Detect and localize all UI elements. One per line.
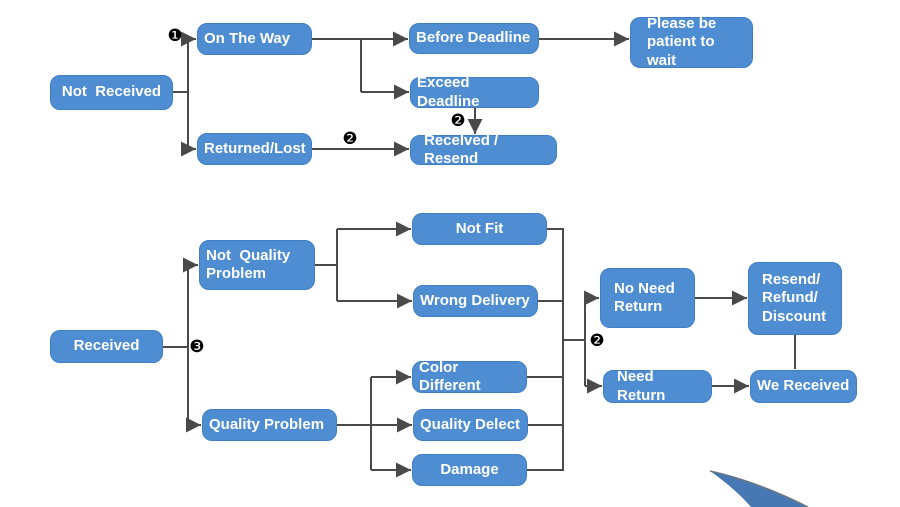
connector-segments xyxy=(163,31,796,478)
node-please-wait: Please be patient to wait xyxy=(630,15,753,69)
node-before-deadline: Before Deadline xyxy=(409,23,539,54)
node-resend-refund-discount: Resend/ Refund/ Discount xyxy=(748,262,842,335)
node-need-return: Need Return xyxy=(603,368,712,404)
node-no-need-return: No Need Return xyxy=(600,268,695,328)
node-quality-problem: Quality Problem xyxy=(202,409,337,441)
step-2-marker-exceed: ❷ xyxy=(450,111,466,131)
node-not-fit: Not Fit xyxy=(412,213,547,245)
node-exceed-deadline: Exceed Deadline xyxy=(410,74,539,110)
node-on-the-way: On The Way xyxy=(197,23,312,55)
node-quality-delect: Quality Delect xyxy=(413,409,528,441)
node-damage: Damage xyxy=(412,454,527,486)
swoosh-graphic xyxy=(709,470,809,507)
node-received-resend: Recelved / Resend xyxy=(410,132,557,167)
step-2-marker-returned: ❷ xyxy=(342,129,358,149)
node-not-quality-problem: Not Quality Problem xyxy=(199,240,315,290)
node-color-different: Color Different xyxy=(412,359,527,394)
node-not-received: Not Received xyxy=(50,75,173,110)
step-2-marker-branch: ❷ xyxy=(589,331,605,351)
step-1-marker: ❶ xyxy=(167,26,183,46)
node-returned-lost: Returned/Lost xyxy=(197,133,312,165)
node-wrong-delivery: Wrong Delivery xyxy=(413,285,538,317)
node-received: Received xyxy=(50,330,163,363)
node-we-received: We Received xyxy=(750,370,857,403)
step-3-marker: ❸ xyxy=(189,337,205,357)
